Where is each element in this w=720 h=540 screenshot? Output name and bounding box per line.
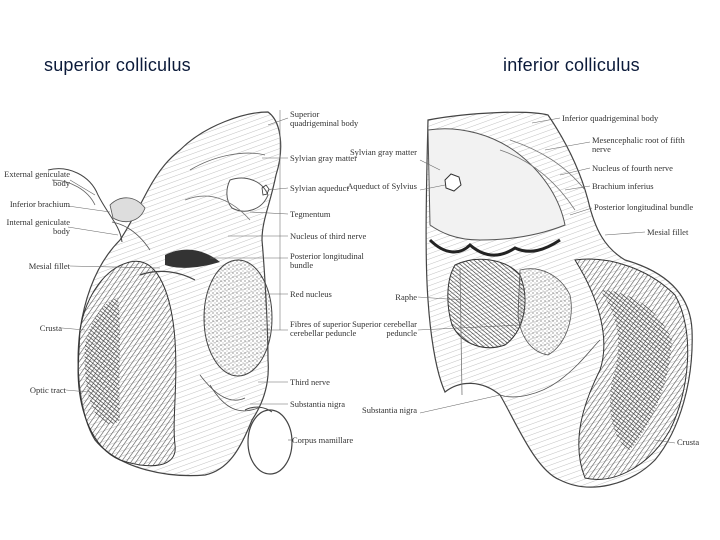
right-section-drawing [425, 111, 693, 488]
label-nucleus-fourth-nerve: Nucleus of fourth nerve [592, 163, 673, 173]
label-external-geniculate-body: External geniculate body [4, 169, 70, 188]
label-brachium-inferius: Brachium inferius [592, 181, 654, 191]
label-substantia-nigra-left: Substantia nigra [290, 399, 346, 409]
label-mesencephalic-root-fifth-nerve: Mesencephalic root of fifth nerve [592, 135, 685, 154]
label-mesial-fillet-right: Mesial fillet [647, 227, 689, 237]
label-corpus-mamillare: Corpus mamillare [292, 435, 354, 445]
label-sylvian-gray-matter-right: Sylvian gray matter [349, 147, 417, 157]
label-crusta-right: Crusta [677, 437, 700, 447]
label-third-nerve: Third nerve [290, 377, 330, 387]
label-inferior-brachium: Inferior brachium [9, 199, 70, 209]
label-fibres-superior-cerebellar-peduncle: Fibres of superior cerebellar peduncle [290, 319, 357, 338]
left-section-drawing [47, 110, 293, 477]
label-optic-tract: Optic tract [29, 385, 66, 395]
label-sylvian-aqueduct: Sylvian aqueduct [290, 183, 349, 193]
label-crusta-left: Crusta [39, 323, 62, 333]
label-sylvian-gray-matter-left: Sylvian gray matter [290, 153, 358, 163]
label-aqueduct-of-sylvius: Aqueduct of Sylvius [347, 181, 417, 191]
heading-superior-colliculus: superior colliculus [44, 55, 191, 75]
label-posterior-longitudinal-bundle-left: Posterior longitudinal bundle [290, 251, 364, 270]
label-superior-cerebellar-peduncle: Superior cerebellar peduncle [352, 319, 417, 338]
label-substantia-nigra-right: Substantia nigra [361, 405, 417, 415]
label-internal-geniculate-body: Internal geniculate body [6, 217, 70, 236]
label-tegmentum: Tegmentum [290, 209, 331, 219]
left-leader-lines [61, 117, 292, 441]
label-nucleus-third-nerve: Nucleus of third nerve [290, 231, 367, 241]
label-raphe: Raphe [395, 292, 417, 302]
heading-inferior-colliculus: inferior colliculus [503, 55, 640, 75]
label-red-nucleus: Red nucleus [290, 289, 332, 299]
label-inferior-quadrigeminal-body: Inferior quadrigeminal body [562, 113, 659, 123]
label-mesial-fillet-left: Mesial fillet [28, 261, 70, 271]
right-leader-lines [417, 117, 676, 444]
label-posterior-longitudinal-bundle-right: Posterior longitudinal bundle [594, 202, 694, 212]
label-superior-quadrigeminal-body: Superior quadrigeminal body [290, 109, 359, 128]
